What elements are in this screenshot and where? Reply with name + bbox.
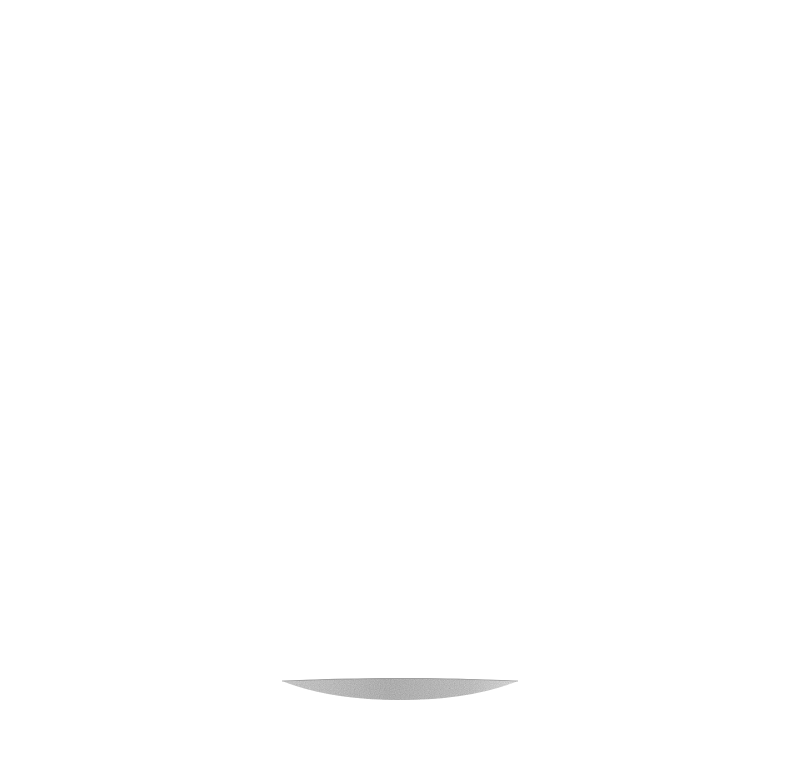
- shadow-top-edge: [281, 678, 519, 682]
- shadow-grain: [282, 678, 518, 700]
